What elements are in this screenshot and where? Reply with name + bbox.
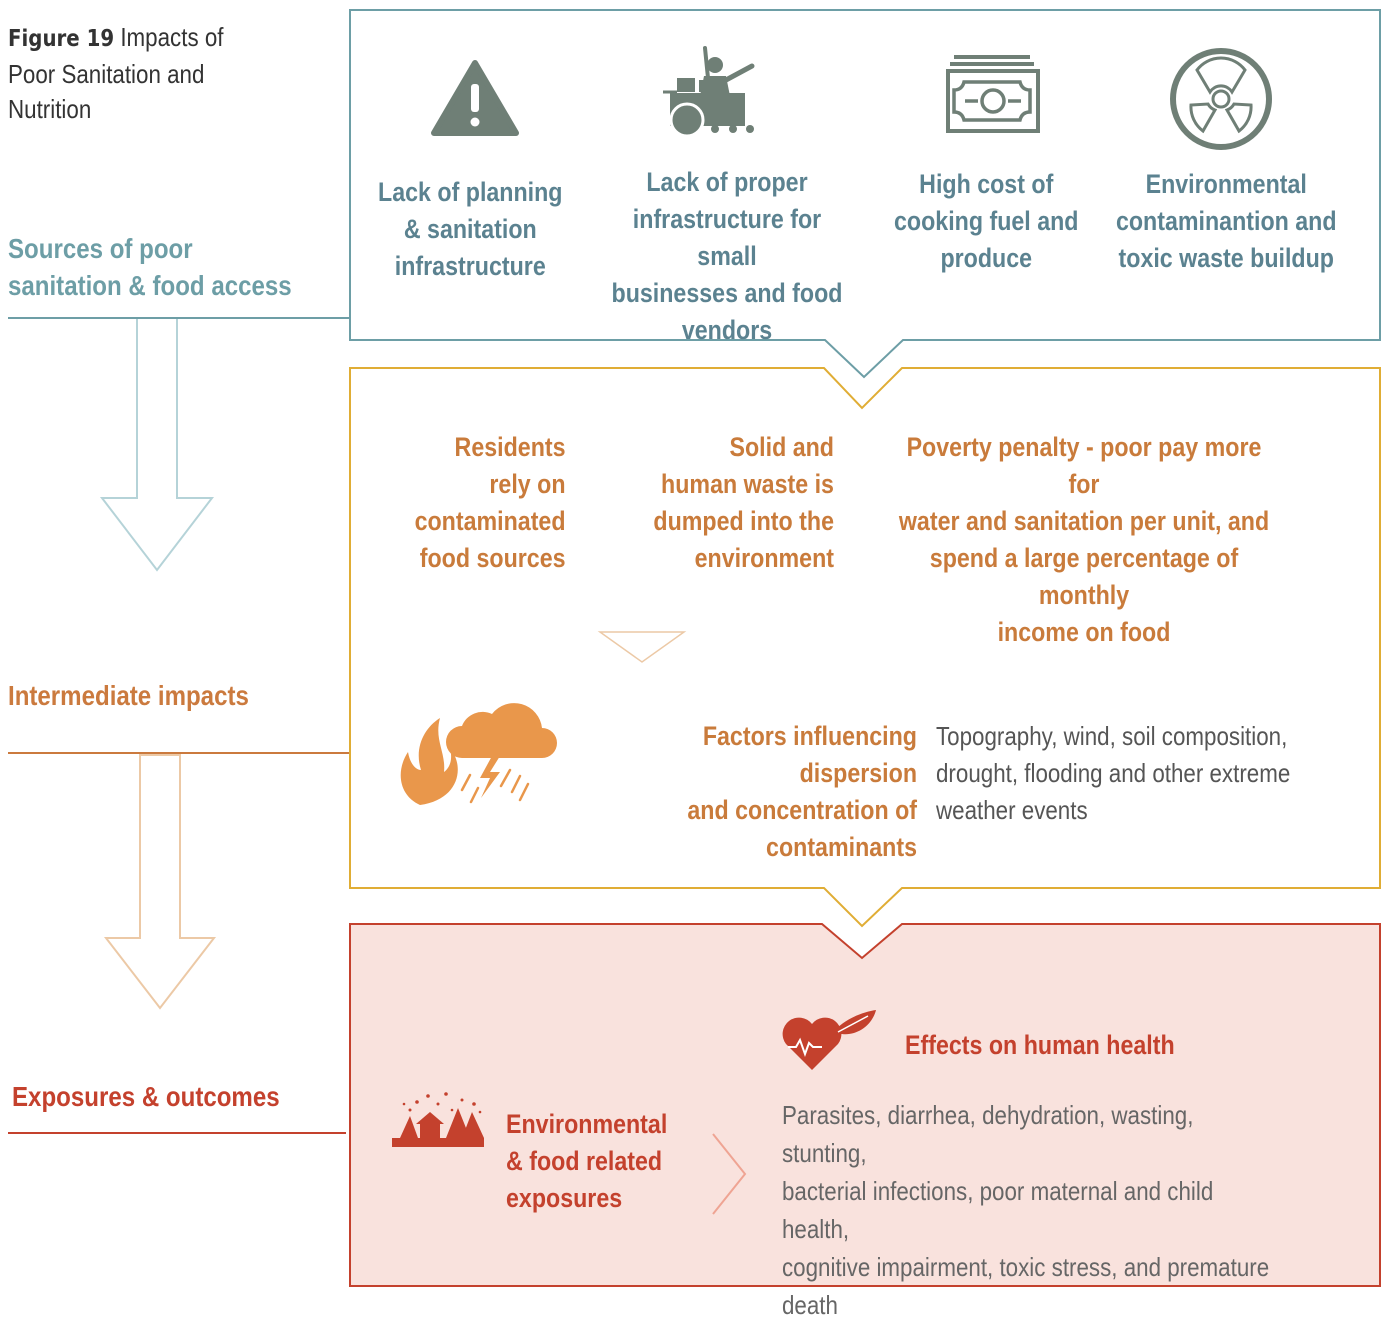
source-vendors-label: Lack of proper infrastructure for small … bbox=[611, 167, 843, 345]
right-chevron bbox=[712, 1133, 747, 1215]
impact-poverty-penalty: Poverty penalty - poor pay more for wate… bbox=[898, 432, 1270, 647]
sources-box bbox=[349, 9, 1381, 379]
outcomes-box bbox=[349, 923, 1381, 1287]
banknote-icon bbox=[946, 55, 1040, 133]
fire-icon bbox=[400, 718, 458, 805]
exposures-label: Environmental & food related exposures bbox=[506, 1109, 668, 1213]
food-vendor-cart-icon bbox=[663, 46, 755, 138]
figure-label: Figure 19 bbox=[8, 26, 115, 52]
health-effects-detail: Parasites, diarrhea, dehydration, wastin… bbox=[782, 1100, 1270, 1320]
source-planning-label: Lack of planning & sanitation infrastruc… bbox=[377, 177, 563, 281]
diagram-canvas bbox=[8, 9, 1381, 1287]
radiation-icon bbox=[1170, 48, 1272, 150]
section-exposures-heading: Exposures & outcomes bbox=[12, 1081, 280, 1112]
heart-leaf-icon bbox=[782, 1010, 876, 1070]
figure-caption: Impacts of Poor Sanitation and Nutrition bbox=[8, 22, 224, 124]
section-intermediate-heading: Intermediate impacts bbox=[8, 680, 249, 711]
intermediate-box bbox=[349, 367, 1381, 928]
section-sources-heading: Sources of poor sanitation & food access bbox=[8, 233, 292, 301]
storm-cloud-icon bbox=[446, 703, 557, 804]
impact-contaminated-food: Residents rely on contaminated food sour… bbox=[415, 432, 566, 573]
warning-icon bbox=[431, 60, 519, 136]
inner-down-arrow bbox=[597, 631, 687, 663]
flow-arrow-sources-to-intermediate bbox=[99, 317, 215, 572]
source-toxic-waste-label: Environmental contaminantion and toxic w… bbox=[1115, 169, 1337, 273]
dispersion-factors-label: Factors influencing dispersion and conce… bbox=[687, 721, 917, 862]
source-fuel-cost-label: High cost of cooking fuel and produce bbox=[893, 169, 1079, 273]
figure-title: Figure 19 Impacts of Poor Sanitation and… bbox=[8, 20, 308, 127]
impact-waste-dumping: Solid and human waste is dumped into the… bbox=[653, 432, 834, 573]
flow-arrow-intermediate-to-exposures bbox=[103, 754, 217, 1010]
dispersion-factors-detail: Topography, wind, soil composition, drou… bbox=[936, 721, 1291, 825]
polluted-house-icon bbox=[392, 1092, 484, 1147]
health-effects-title: Effects on human health bbox=[905, 1030, 1175, 1060]
